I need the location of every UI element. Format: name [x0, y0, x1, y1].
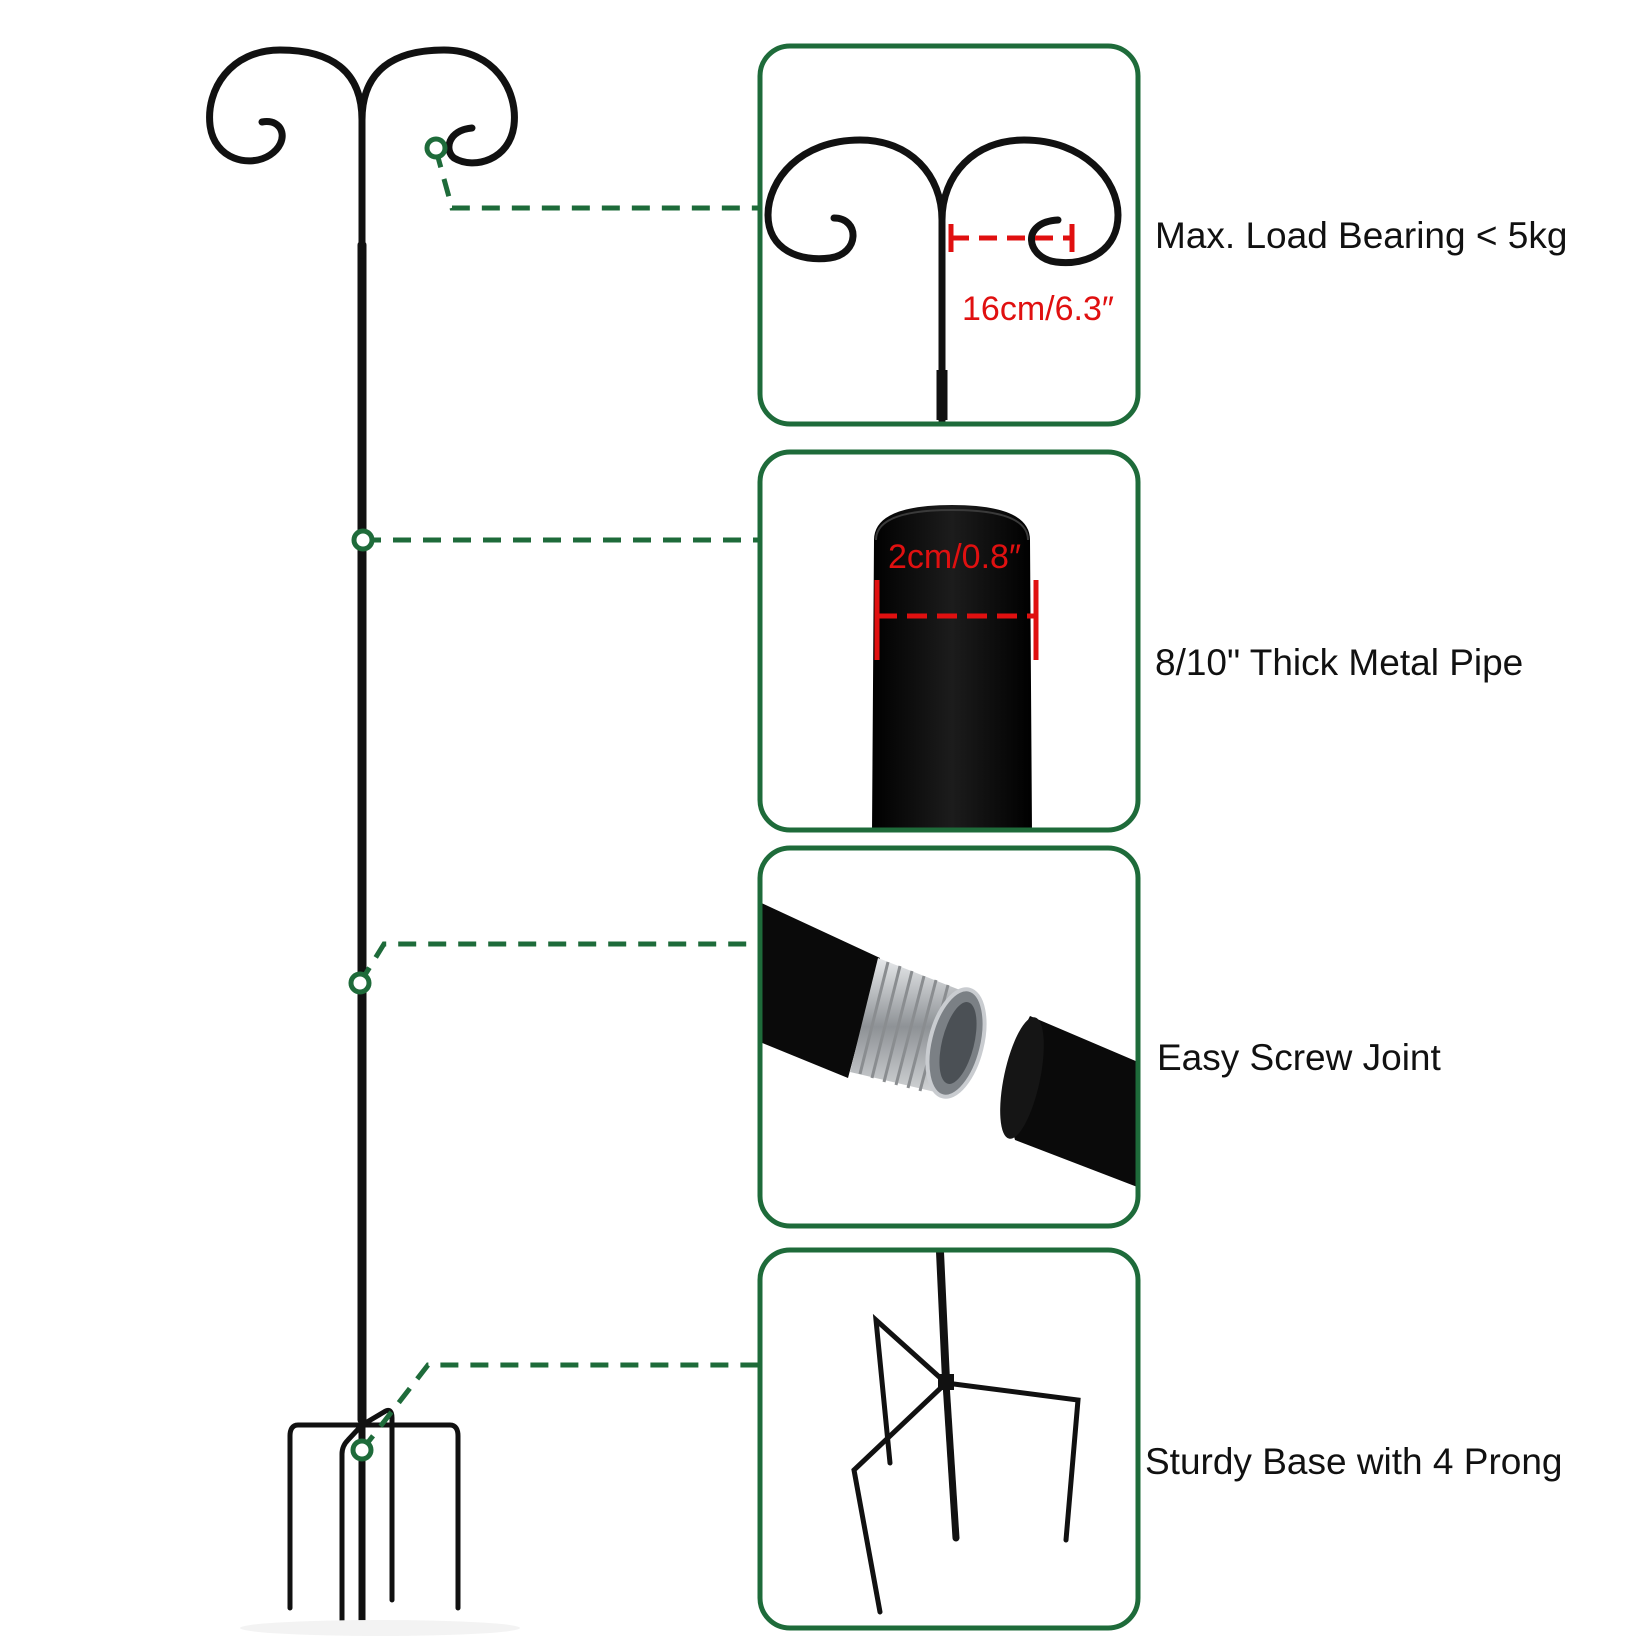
- dimension-hook-width: [948, 224, 1075, 252]
- callout-connectors: [357, 149, 758, 1452]
- base-prong-back: [359, 1407, 395, 1603]
- dot-hook: [424, 136, 448, 160]
- panel-frame-base: [757, 1247, 1141, 1631]
- detail-panel-joint: [757, 845, 1141, 1229]
- connector-base: [360, 1362, 758, 1452]
- connector-hook: [433, 149, 758, 211]
- panel-base-prong-back-left: [872, 1313, 949, 1466]
- feature-label-base: Sturdy Base with 4 Prong: [1145, 1441, 1563, 1482]
- panel-frame-hook: [757, 43, 1141, 427]
- detail-panel-hook: 16cm/6.3″: [757, 43, 1141, 427]
- base-prong-left: [287, 1422, 365, 1611]
- panel-pipe-body: [872, 505, 1032, 830]
- panel-frame-joint: [757, 845, 1141, 1229]
- dimension-label-hook: 16cm/6.3″: [962, 290, 1114, 328]
- panel-hook-right-curl: [938, 136, 1122, 424]
- shepherd-hook-illustration: [206, 46, 520, 1636]
- feature-label-pipe: 8/10" Thick Metal Pipe: [1155, 642, 1524, 683]
- feature-label-joint: Easy Screw Joint: [1157, 1037, 1441, 1078]
- detail-panel-pipe: 2cm/0.8″: [757, 449, 1141, 833]
- feature-label-load: Max. Load Bearing < 5kg: [1155, 215, 1568, 256]
- dot-joint: [348, 971, 372, 995]
- panel-base-prong-right: [943, 1380, 1081, 1543]
- right-hook: [358, 46, 518, 259]
- panel-frame-pipe: [757, 449, 1141, 833]
- base-prong-front: [339, 1422, 365, 1631]
- dimension-label-pipe: 2cm/0.8″: [888, 538, 1021, 576]
- detail-panel-base: [757, 1247, 1141, 1631]
- panel-joint-left-pipe: [760, 900, 880, 1078]
- panel-base-prong-front-left: [851, 1380, 949, 1615]
- panel-hook-left-curl: [764, 136, 946, 424]
- dot-pipe: [351, 528, 375, 552]
- dot-base: [350, 1438, 374, 1462]
- connector-joint: [357, 941, 758, 985]
- callout-dots: [348, 136, 448, 1462]
- dimension-pipe-diameter: [874, 580, 1039, 660]
- left-hook: [206, 46, 366, 259]
- base-prong-right: [359, 1422, 461, 1611]
